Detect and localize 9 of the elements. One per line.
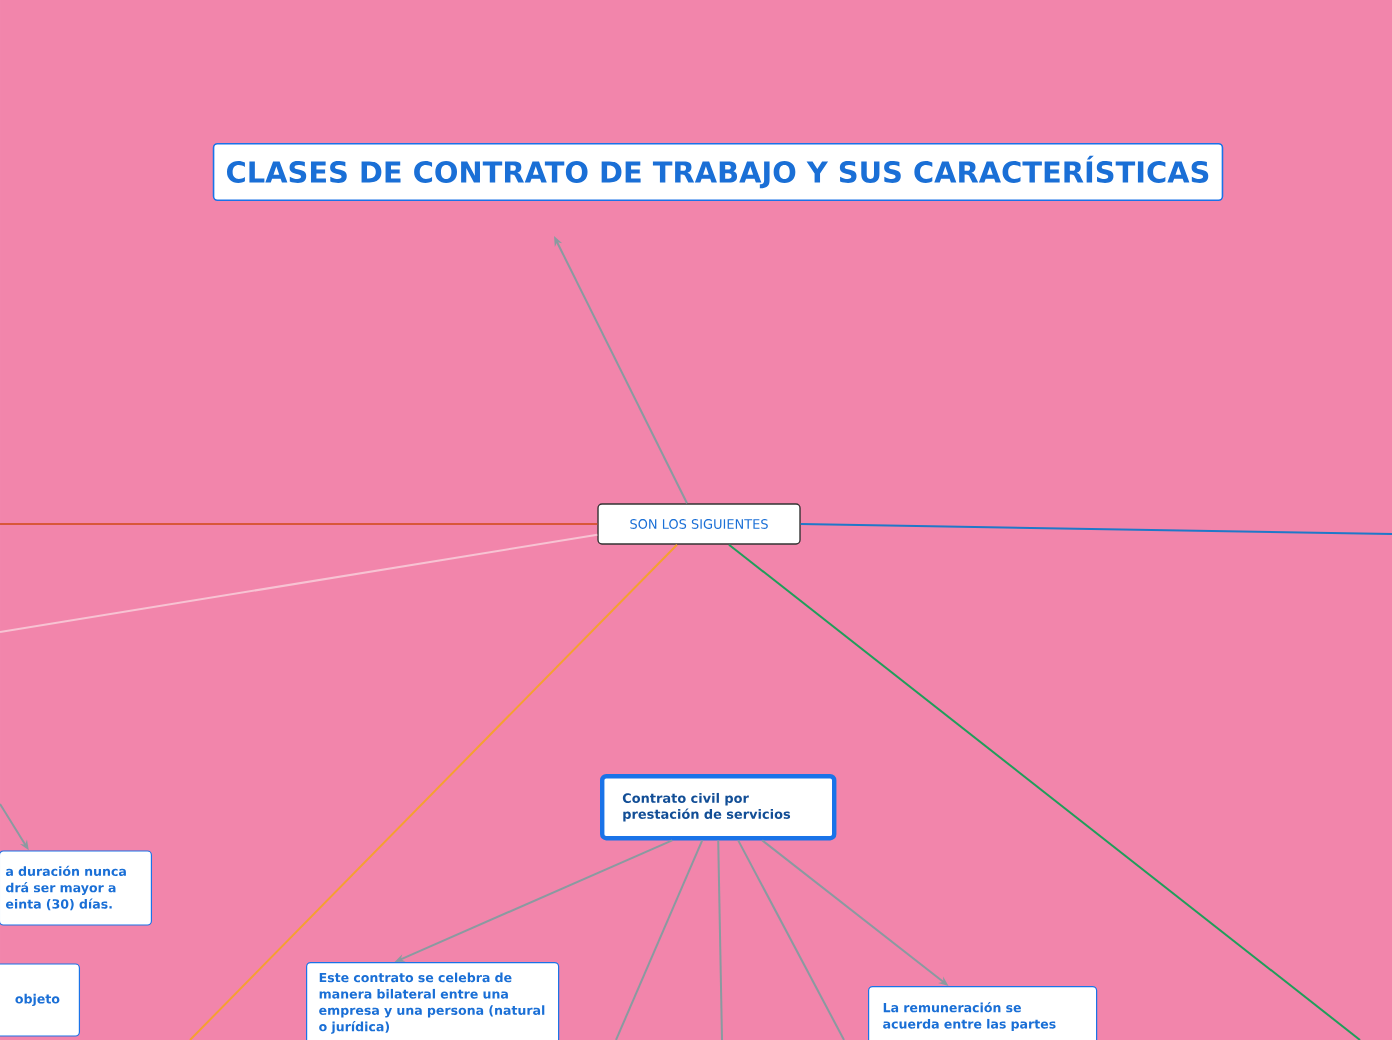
connector-line: [0, 533, 599, 633]
connector-line: [717, 839, 723, 1040]
connector-line: [615, 839, 704, 1040]
connector-line: [799, 523, 1392, 535]
connector-line: [0, 523, 599, 525]
connector-line: [737, 839, 845, 1040]
title: CLASES DE CONTRATO DE TRABAJO Y SUS CARACTERÍSTICAS: [212, 142, 1224, 202]
connector-line: [189, 543, 678, 1040]
connector-line: [728, 543, 1361, 1040]
